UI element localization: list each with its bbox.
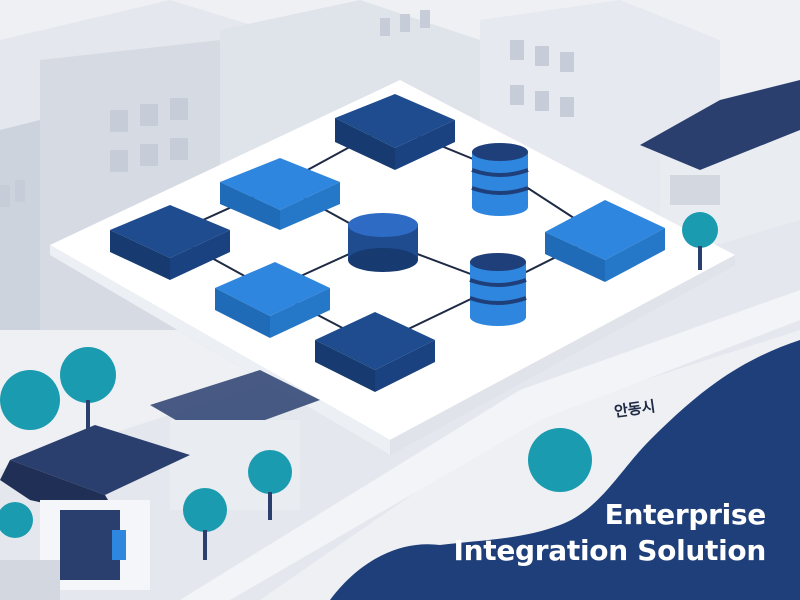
hanok-gate <box>0 425 190 600</box>
server-block-icon <box>545 200 665 282</box>
server-block-icon <box>215 262 330 338</box>
server-block-icon <box>335 94 455 170</box>
hanok-roof-icon <box>640 80 800 170</box>
database-cylinder-icon <box>471 143 529 216</box>
tree-icon <box>0 212 718 538</box>
database-cylinder-icon <box>469 253 527 326</box>
server-block-icon <box>315 312 435 392</box>
caption-line-2: Integration Solution <box>453 534 767 567</box>
server-block-icon <box>220 158 340 230</box>
banner <box>330 340 800 600</box>
server-block-icon <box>110 205 230 280</box>
caption-line-1: Enterprise <box>604 498 767 531</box>
hub-node-icon <box>348 213 418 272</box>
